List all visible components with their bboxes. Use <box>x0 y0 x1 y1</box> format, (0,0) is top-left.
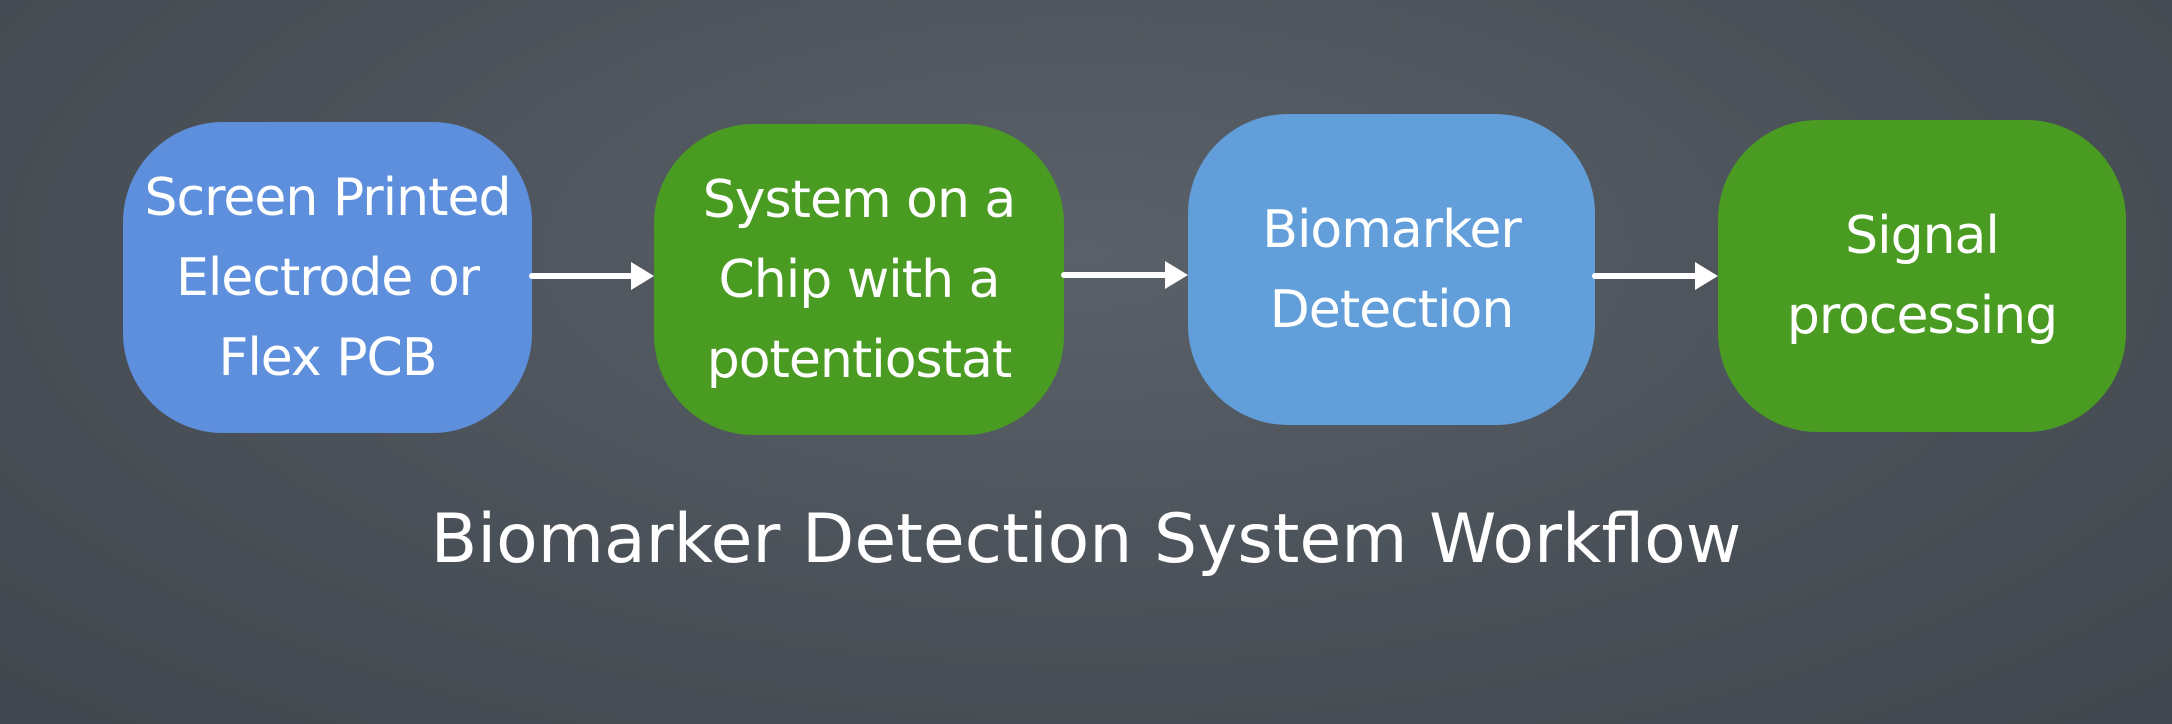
arrow-1-to-2 <box>529 262 654 290</box>
arrow-head <box>1165 261 1188 289</box>
node-biomarker-detection: Biomarker Detection <box>1188 114 1595 425</box>
diagram-caption: Biomarker Detection System Workflow <box>430 500 1742 579</box>
node-label: System on a Chip with a potentiostat <box>702 169 1017 390</box>
node-signal-processing: Signal processing <box>1718 120 2126 432</box>
node-label: Biomarker Detection <box>1262 199 1521 340</box>
node-system-on-chip: System on a Chip with a potentiostat <box>654 124 1064 435</box>
arrow-3-to-4 <box>1592 262 1718 290</box>
arrow-head <box>631 262 654 290</box>
node-label: Screen Printed Electrode or Flex PCB <box>144 167 512 388</box>
arrow-2-to-3 <box>1061 261 1188 289</box>
arrow-head <box>1695 262 1718 290</box>
node-label: Signal processing <box>1786 206 2058 346</box>
node-screen-printed-electrode: Screen Printed Electrode or Flex PCB <box>123 122 532 433</box>
